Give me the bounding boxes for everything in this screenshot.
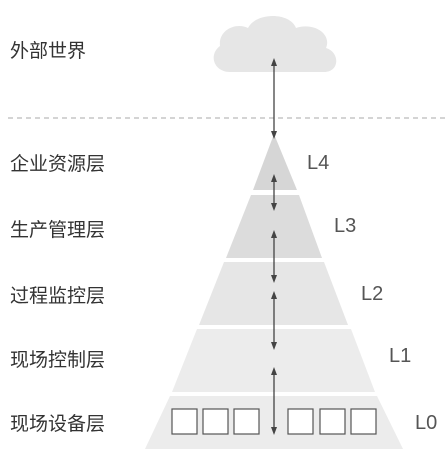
external-world-label: 外部世界 [10,40,86,62]
cloud-icon [213,16,337,72]
layer-shape-l1 [172,329,375,392]
level-tag-l3: L3 [334,215,356,237]
layer-shape-l4 [253,134,297,190]
device-box [287,408,314,435]
level-tag-l2: L2 [361,283,383,305]
level-tag-l0: L0 [415,412,437,434]
arrow-l3-l2 [271,230,277,283]
layer-label-l0: 现场设备层 [10,413,105,435]
level-tag-l1: L1 [389,345,411,367]
layer-label-l3: 生产管理层 [10,219,105,241]
device-box [350,408,377,435]
arrow-l1-l0 [271,367,277,435]
layer-label-l4: 企业资源层 [10,153,105,175]
device-box [319,408,346,435]
device-boxes [171,408,377,435]
level-tag-l4: L4 [307,152,329,174]
layer-shape-l3 [226,195,322,258]
arrow-l4-l3 [271,174,277,211]
arrow-l2-l1 [271,291,277,350]
arrow-cloud-l4 [271,58,277,139]
device-box [233,408,260,435]
device-box [202,408,229,435]
layer-label-l1: 现场控制层 [10,349,105,371]
layer-label-l2: 过程监控层 [10,285,105,307]
device-box [171,408,198,435]
